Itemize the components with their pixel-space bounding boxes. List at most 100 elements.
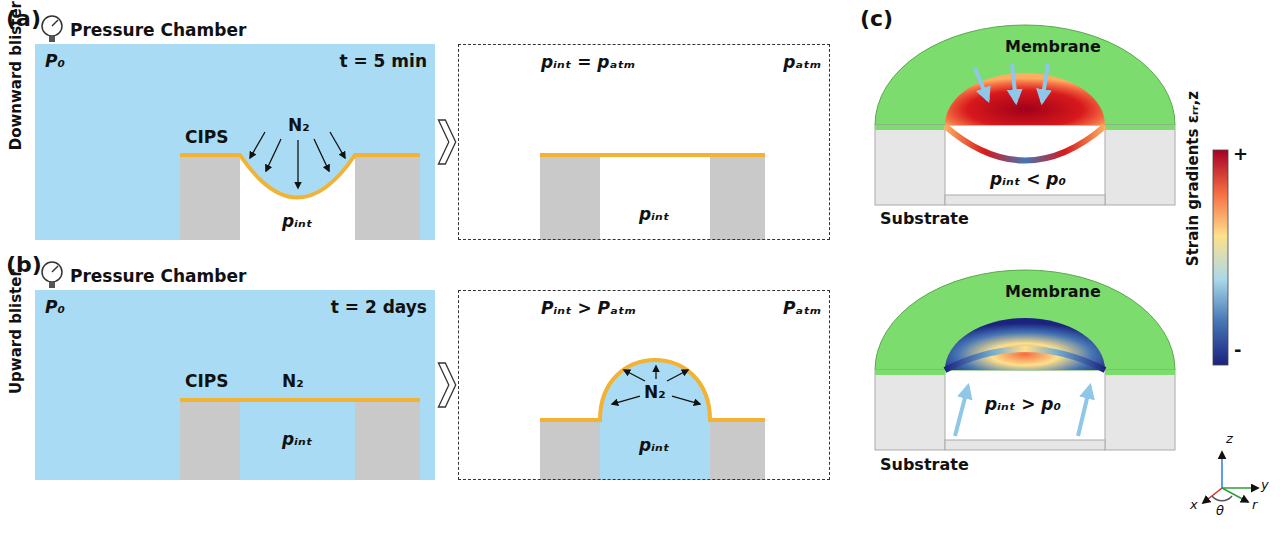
pressure-chamber: Pressure ChamberP₀t = 5 minCIPSN₂pᵢₙₜ <box>35 44 435 240</box>
pressure-arrow <box>1042 64 1048 102</box>
pressure-label: Pₐₜₘ <box>783 299 821 319</box>
pressure-arrow <box>1012 64 1016 102</box>
chamber-heading: Pressure Chamber <box>70 21 246 41</box>
substrate-block <box>875 370 945 450</box>
result-box: pᵢₙₜ = pₐₜₘ pₐₜₘ pᵢₙₜ <box>458 44 830 240</box>
membrane <box>540 360 765 420</box>
panel-label: (c) <box>860 6 893 31</box>
colorbar-sign: + <box>1233 144 1248 165</box>
membrane <box>180 155 420 198</box>
gauge-icon <box>49 282 55 288</box>
axis-triad <box>1221 452 1223 488</box>
pressure-chamber-fill <box>35 44 435 240</box>
gauge-icon <box>52 266 58 272</box>
membrane-surface <box>875 25 1175 125</box>
membrane <box>540 155 765 156</box>
substrate-block <box>875 370 945 375</box>
row-label: Upward blister <box>8 241 25 421</box>
pressure-chamber-fill <box>35 290 435 480</box>
pressure-arrow <box>1078 386 1090 436</box>
part-label: Membrane <box>1005 283 1101 301</box>
substrate <box>180 400 420 480</box>
membrane-profile <box>945 349 1105 370</box>
substrate-block <box>1105 370 1175 375</box>
gas-arrow <box>250 132 345 188</box>
time-label: t = 5 min <box>339 52 427 72</box>
axis-label: x <box>1190 498 1198 513</box>
pressure-label: pᵢₙₜ <box>282 212 312 232</box>
substrate-block <box>1105 370 1175 450</box>
gas-arrow <box>672 396 700 404</box>
strain-map <box>945 318 1105 370</box>
pressure-label: P₀ <box>45 52 65 72</box>
gauge-icon <box>42 16 62 42</box>
substrate-block <box>945 440 1105 450</box>
gas-arrow <box>612 396 640 404</box>
colorbar-sign: - <box>1234 340 1241 361</box>
pressure-label: pᵢₙₜ > p₀ <box>985 395 1061 415</box>
pressure-label: Pᵢₙₜ > Pₐₜₘ <box>541 299 636 319</box>
gas-arrow <box>314 139 329 171</box>
colorbar <box>1213 150 1228 365</box>
gas-arrow <box>667 370 688 381</box>
part-label: Membrane <box>1005 38 1101 56</box>
colorbar-title: Strain gradients εᵣᵣ,z <box>1185 59 1202 299</box>
gas-arrow <box>330 132 345 158</box>
substrate-block <box>875 125 945 130</box>
gas-arrow <box>624 370 645 381</box>
pressure-arrow <box>955 386 1090 436</box>
process-chevron <box>438 120 455 164</box>
axis-label: θ <box>1216 504 1224 519</box>
substrate <box>180 155 420 240</box>
gauge-icon <box>49 36 55 42</box>
pressure-chamber: Pressure ChamberP₀t = 2 daysCIPSN₂pᵢₙₜ <box>35 290 435 480</box>
axis-triad <box>1203 452 1258 503</box>
material-label: CIPS <box>185 128 229 148</box>
membrane-profile <box>945 126 1105 161</box>
substrate-block <box>1105 125 1175 205</box>
substrate <box>540 420 765 480</box>
substrate <box>540 420 765 480</box>
pressure-label: pᵢₙₜ <box>639 205 669 225</box>
pressure-chamber-fill <box>35 290 435 480</box>
gas-label: N₂ <box>282 372 304 392</box>
pressure-label: P₀ <box>45 298 65 318</box>
pressure-label: pᵢₙₜ = pₐₜₘ <box>541 53 635 73</box>
pressure-arrow <box>975 64 1048 102</box>
substrate-block <box>945 195 1105 205</box>
cavity <box>240 400 355 480</box>
gas-arrow <box>297 140 298 188</box>
gas-arrow <box>266 139 281 171</box>
substrate-block <box>1105 125 1175 130</box>
strain-map <box>945 73 1105 125</box>
time-label: t = 2 days <box>331 298 427 318</box>
gas-arrow <box>612 366 700 404</box>
axis-triad <box>1212 496 1232 501</box>
substrate <box>355 155 420 240</box>
gas-arrow <box>250 132 265 158</box>
membrane <box>540 153 765 157</box>
gauge-icon <box>42 16 62 36</box>
cavity <box>600 360 710 420</box>
gas-arrow <box>655 366 656 379</box>
strain-map <box>945 73 1105 125</box>
colorbar <box>1213 150 1228 365</box>
gas-label: N₂ <box>288 116 310 136</box>
material-label: CIPS <box>185 372 229 392</box>
pressure-arrow <box>975 68 988 100</box>
substrate-block <box>875 125 1175 205</box>
gauge-icon <box>42 262 62 282</box>
membrane-surface <box>875 270 1175 370</box>
membrane <box>180 398 420 402</box>
substrate <box>540 155 765 240</box>
result-box: Pᵢₙₜ > PₐₜₘPₐₜₘN₂pᵢₙₜ <box>458 290 830 480</box>
pressure-label: pₐₜₘ <box>783 53 821 73</box>
gas-label: N₂ <box>644 383 666 403</box>
row-label: Downward blister <box>8 0 25 166</box>
axis-label: y <box>1261 478 1269 493</box>
axis-triad <box>1222 487 1258 489</box>
membrane <box>540 360 765 420</box>
strain-map <box>945 318 1105 370</box>
gauge-icon <box>42 262 62 288</box>
